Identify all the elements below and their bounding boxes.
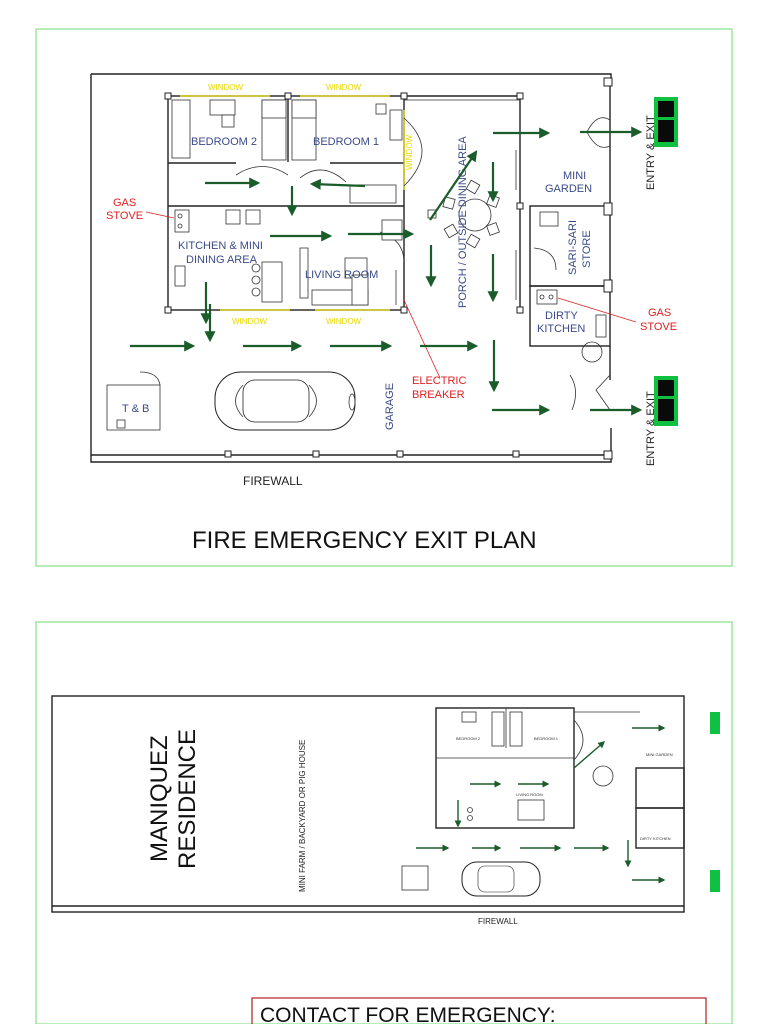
svg-text:LIVING ROOM: LIVING ROOM xyxy=(516,792,543,797)
mini-garden-label-1: MINI xyxy=(563,170,586,182)
kitchen-label-line1: KITCHEN & MINI xyxy=(178,240,263,252)
kitchen-label-line2: DINING AREA xyxy=(186,254,258,266)
exit-arrows xyxy=(130,126,643,416)
exit-sign-top: ENTRY & EXIT xyxy=(645,97,678,190)
top-panel-frame xyxy=(35,28,733,567)
contact-box xyxy=(251,997,707,1024)
firewall-label: FIREWALL xyxy=(243,474,303,488)
bedroom-1-label: BEDROOM 1 xyxy=(313,136,379,148)
gas-stove-left-label-2: STOVE xyxy=(106,210,143,222)
callouts: GAS STOVE GAS STOVE ELECTRIC BREAKER xyxy=(106,197,677,401)
porch-label: PORCH / OUTSIDE DINING AREA xyxy=(457,136,469,308)
mini-garden-label-2: GARDEN xyxy=(545,183,592,195)
sari-sari-label-1: SARI-SARI xyxy=(567,220,579,275)
gas-stove-right-label-2: STOVE xyxy=(640,321,677,333)
residence-name-line2: RESIDENCE xyxy=(174,729,201,869)
window-label: WINDOW xyxy=(208,83,244,92)
sari-sari-label-2: STORE xyxy=(581,230,593,268)
svg-text:BEDROOM 2: BEDROOM 2 xyxy=(456,736,481,741)
window-labels: WINDOW WINDOW WINDOW WINDOW WINDOW xyxy=(208,83,414,326)
entry-exit-label-bottom: ENTRY & EXIT xyxy=(645,391,657,466)
site-plan-mini: BEDROOM 2 BEDROOM 1 MINI GARDEN DIRTY KI… xyxy=(51,695,720,913)
room-labels: BEDROOM 2 BEDROOM 1 KITCHEN & MINI DININ… xyxy=(122,136,593,430)
window-label: WINDOW xyxy=(326,317,362,326)
garage-label: GARAGE xyxy=(384,383,396,430)
plan-title: FIRE EMERGENCY EXIT PLAN xyxy=(192,527,537,554)
contact-heading: CONTACT FOR EMERGENCY: xyxy=(260,1004,556,1024)
living-room-label: LIVING ROOM xyxy=(305,269,378,281)
dirty-kitchen-label-2: KITCHEN xyxy=(537,323,585,335)
entry-exit-label-top: ENTRY & EXIT xyxy=(645,115,657,190)
svg-text:BEDROOM 1: BEDROOM 1 xyxy=(534,736,559,741)
dirty-kitchen-label-1: DIRTY xyxy=(545,310,578,322)
window-label-vertical: WINDOW xyxy=(405,134,414,170)
backyard-label: MINI FARM / BACKYARD OR PIG HOUSE xyxy=(298,740,307,892)
gas-stove-right-label-1: GAS xyxy=(648,307,671,319)
svg-text:DIRTY KITCHEN: DIRTY KITCHEN xyxy=(640,836,671,841)
bottom-panel-frame xyxy=(35,621,733,1024)
svg-text:MINI GARDEN: MINI GARDEN xyxy=(646,752,673,757)
window-label: WINDOW xyxy=(232,317,268,326)
residence-name-line1: MANIQUEZ xyxy=(146,735,173,862)
t-and-b-label: T & B xyxy=(122,403,149,415)
car-icon xyxy=(214,371,356,431)
gas-stove-left-label-1: GAS xyxy=(113,197,136,209)
electric-breaker-label-2: BREAKER xyxy=(412,389,465,401)
electric-breaker-label-1: ELECTRIC xyxy=(412,375,466,387)
exit-sign-bottom: ENTRY & EXIT xyxy=(645,376,678,466)
firewall-label-mini: FIREWALL xyxy=(478,917,518,926)
bedroom-2-label: BEDROOM 2 xyxy=(191,136,257,148)
window-label: WINDOW xyxy=(326,83,362,92)
